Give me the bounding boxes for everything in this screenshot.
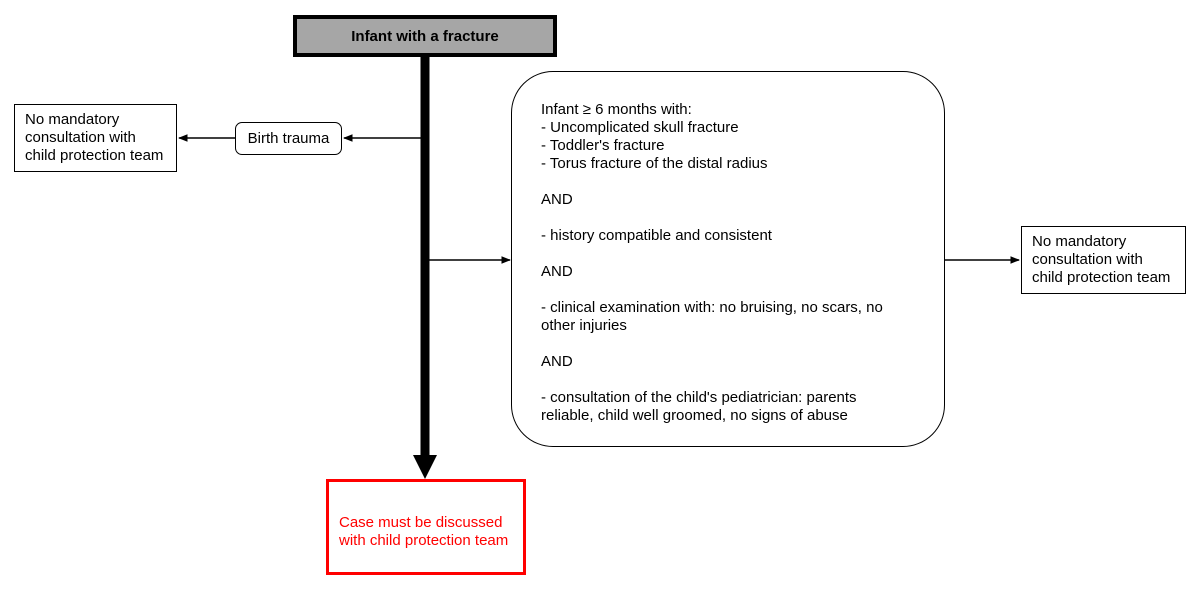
birth-trauma-node: Birth trauma bbox=[235, 122, 342, 155]
criteria-line bbox=[541, 245, 934, 263]
criteria-line bbox=[541, 335, 934, 353]
outcome-left-line: consultation with bbox=[25, 129, 136, 146]
criteria-line: - Uncomplicated skull fracture bbox=[541, 119, 739, 136]
criteria-line bbox=[541, 209, 934, 227]
criteria-line: Infant ≥ 6 months with: bbox=[541, 101, 692, 118]
birth-trauma-label: Birth trauma bbox=[247, 130, 330, 147]
criteria-line bbox=[541, 281, 934, 299]
outcome-right-line: consultation with bbox=[1032, 251, 1143, 268]
criteria-line: - Torus fracture of the distal radius bbox=[541, 155, 768, 172]
outcome-right-node: No mandatory consultation with child pro… bbox=[1021, 226, 1186, 294]
criteria-and: AND bbox=[541, 191, 573, 208]
criteria-node: Infant ≥ 6 months with: - Uncomplicated … bbox=[511, 71, 945, 447]
outcome-left-line: No mandatory bbox=[25, 111, 120, 128]
result-line: with child protection team bbox=[339, 532, 509, 549]
outcome-right-line: child protection team bbox=[1032, 269, 1171, 286]
criteria-line: - history compatible and consistent bbox=[541, 227, 772, 244]
result-line: Case must be discussed bbox=[339, 514, 503, 531]
criteria-line: reliable, child well groomed, no signs o… bbox=[541, 407, 848, 424]
start-node-label: Infant with a fracture bbox=[351, 27, 499, 45]
criteria-and: AND bbox=[541, 353, 573, 370]
criteria-line bbox=[541, 173, 934, 191]
criteria-line: - Toddler's fracture bbox=[541, 137, 665, 154]
criteria-line bbox=[541, 371, 934, 389]
outcome-right-line: No mandatory bbox=[1032, 233, 1127, 250]
start-node: Infant with a fracture bbox=[293, 15, 557, 57]
criteria-and: AND bbox=[541, 263, 573, 280]
outcome-left-node: No mandatory consultation with child pro… bbox=[14, 104, 177, 172]
outcome-left-line: child protection team bbox=[25, 147, 164, 164]
arrowhead-result bbox=[413, 455, 437, 479]
criteria-line: - consultation of the child's pediatrici… bbox=[541, 389, 857, 406]
result-node: Case must be discussed with child protec… bbox=[326, 479, 526, 575]
criteria-line: - clinical examination with: no bruising… bbox=[541, 299, 883, 316]
criteria-line: other injuries bbox=[541, 317, 627, 334]
